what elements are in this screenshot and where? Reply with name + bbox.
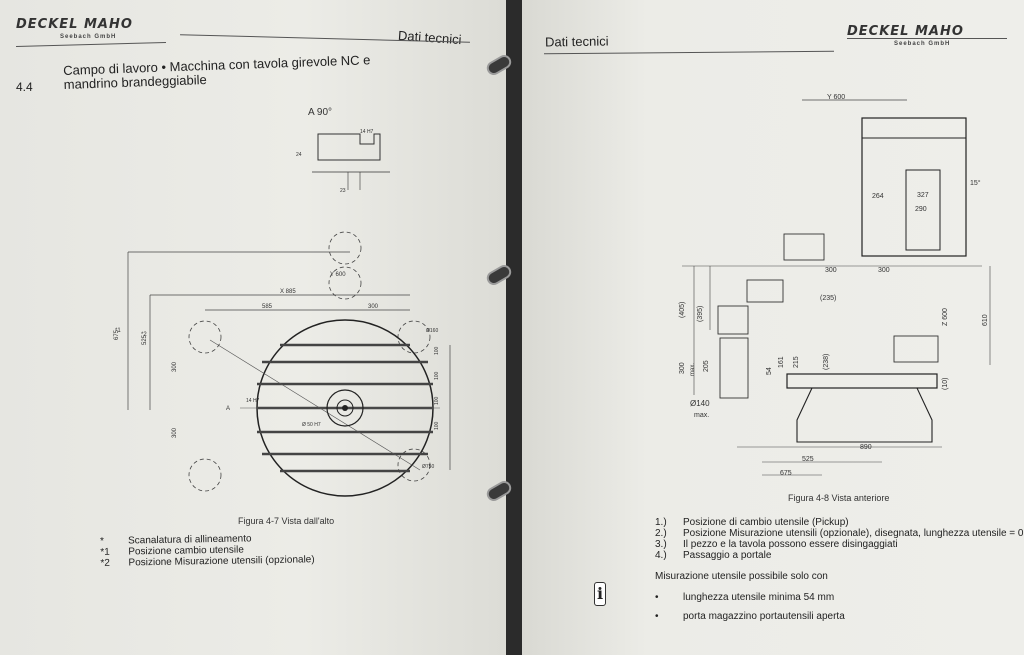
dim-54: 54: [766, 367, 773, 375]
dim-14h7: 14 H7: [246, 398, 260, 404]
dim-100-d: 100: [434, 421, 440, 430]
list-item: 1.)Posizione di cambio utensile (Pickup): [655, 517, 849, 528]
page-header: Dati tecnici: [544, 33, 609, 50]
dim-675: 675: [114, 329, 120, 340]
dim-y600: Y 600: [330, 272, 346, 278]
section-title: Campo di lavoro • Macchina con tavola gi…: [63, 52, 371, 92]
dim-300-v: 300: [679, 362, 686, 374]
dim-525: 525: [802, 456, 814, 463]
dim-205: 205: [703, 360, 710, 372]
dim-238: (238): [823, 354, 830, 370]
dim-675: 675: [780, 470, 792, 477]
header-rule-right: [847, 38, 1007, 39]
section-number: 4.4: [16, 80, 33, 94]
dim-100-a: 100: [434, 346, 440, 355]
dim-395: (395): [697, 306, 704, 322]
detail-label: A 90°: [308, 107, 332, 118]
dim-slot-width: 14 H7: [360, 129, 374, 135]
dim-235: (235): [820, 295, 836, 302]
figure-caption: Figura 4-8 Vista anteriore: [788, 493, 890, 503]
dim-405: (405): [679, 302, 686, 318]
dim-161: 161: [778, 356, 785, 368]
view-arrow-a: A: [226, 406, 230, 412]
dim-300-b: 300: [172, 427, 178, 438]
dim-phi750: Ø750: [422, 464, 434, 470]
dim-phi160: Ø160: [426, 328, 438, 334]
dim-610: 610: [982, 314, 989, 326]
top-view-drawing: A 90° 14 H7 24 23 X 885 585 300 675 525 …: [114, 107, 451, 497]
dim-15-deg: 15°: [970, 179, 981, 187]
dim-264: 264: [872, 193, 884, 200]
dim-300: 300: [368, 304, 379, 310]
brand-subtitle: Seebach GmbH: [894, 41, 951, 47]
brand-logo: DECKEL MAHO: [16, 17, 133, 32]
measure-title: Misurazione utensile possibile solo con: [655, 571, 828, 582]
dim-slot-base: 23: [340, 188, 346, 194]
dim-max: max.: [690, 363, 696, 376]
brand-subtitle: Seebach GmbH: [60, 34, 117, 40]
dim-525: 525: [142, 334, 148, 345]
dim-890: 890: [860, 444, 872, 451]
dim-300-a: 300: [825, 267, 837, 274]
bullet-list: •lunghezza utensile minima 54 mm •porta …: [655, 588, 845, 626]
dim-327: 327: [917, 192, 929, 199]
notes-list: 1.)Posizione di cambio utensile (Pickup)…: [655, 517, 1023, 561]
dim-z600: Z 600: [942, 308, 949, 326]
list-item: 3.)Il pezzo e la tavola possono essere d…: [655, 539, 898, 550]
note-1: *1: [115, 328, 121, 334]
dim-290: 290: [915, 206, 927, 213]
dim-phi140: Ø140: [690, 399, 710, 408]
dim-max-2: max.: [694, 412, 709, 419]
dim-585: 585: [262, 304, 273, 310]
header-rule: [544, 50, 834, 55]
dim-y600: Y 600: [827, 94, 845, 101]
dim-100-c: 100: [434, 396, 440, 405]
list-item: •lunghezza utensile minima 54 mm: [655, 592, 835, 603]
front-view-drawing: Y 600 264 327 290 15° 300 300 (235) (405…: [679, 94, 991, 477]
list-item: 2.)Posizione Misurazione utensili (opzio…: [655, 528, 1024, 539]
dim-center-bore: Ø 50 H7: [302, 422, 321, 428]
list-item: •porta magazzino portautensili aperta: [655, 611, 845, 622]
right-page: Dati tecnici DECKEL MAHO Seebach GmbH Y …: [522, 0, 1024, 655]
info-icon: i: [594, 582, 606, 606]
dim-slot-depth: 24: [296, 152, 302, 158]
dim-300-a: 300: [172, 361, 178, 372]
list-item: 4.)Passaggio a portale: [655, 550, 772, 561]
dim-100-b: 100: [434, 371, 440, 380]
dim-300-b: 300: [878, 267, 890, 274]
note-2: *2: [141, 332, 147, 338]
figure-caption: Figura 4-7 Vista dall'alto: [238, 516, 335, 526]
dim-x885: X 885: [280, 289, 296, 295]
header-rule: [16, 42, 166, 47]
dim-10: (10): [942, 378, 949, 390]
dim-215: 215: [793, 356, 800, 368]
page-header: Dati tecnici: [397, 27, 463, 48]
left-page: DECKEL MAHO Seebach GmbH Dati tecnici 4.…: [0, 0, 506, 655]
brand-logo: DECKEL MAHO: [847, 24, 964, 39]
